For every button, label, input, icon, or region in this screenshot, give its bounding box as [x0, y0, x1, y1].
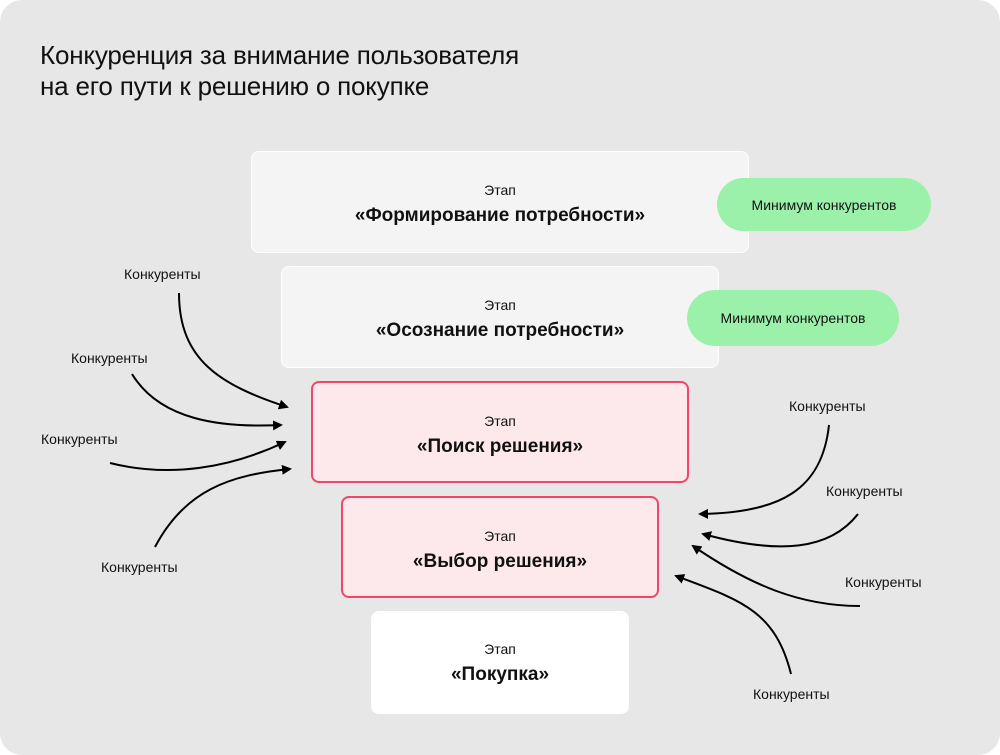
competitor-arrow: [698, 424, 830, 519]
title-line-2: на его пути к решению о покупке: [40, 71, 430, 101]
competitors-label: Конкуренты: [71, 350, 148, 366]
competitor-arrow: [178, 292, 289, 410]
competitor-arrow: [109, 440, 287, 471]
competitor-arrow: [691, 544, 861, 607]
competitors-label: Конкуренты: [826, 483, 903, 499]
min-competitors-badge: Минимум конкурентов: [717, 178, 931, 231]
stage-purchase: Этап «Покупка»: [371, 611, 629, 714]
stage-label: Этап: [484, 413, 516, 429]
stage-solution-choice: Этап «Выбор решения»: [341, 496, 659, 598]
stage-label: Этап: [484, 641, 516, 657]
competitors-label: Конкуренты: [124, 266, 201, 282]
competitors-label: Конкуренты: [753, 686, 830, 702]
competitor-arrow: [701, 513, 859, 548]
stage-label: Этап: [484, 182, 516, 198]
stage-name: «Покупка»: [450, 664, 550, 685]
competitor-arrow: [154, 464, 292, 548]
min-competitors-badge: Минимум конкурентов: [687, 290, 899, 346]
competitor-arrow: [674, 574, 792, 675]
competitors-label: Конкуренты: [789, 398, 866, 414]
competitors-label: Конкуренты: [845, 574, 922, 590]
stage-name: «Осознание потребности»: [375, 320, 625, 341]
competitor-arrow: [131, 373, 283, 431]
competitors-label: Конкуренты: [41, 431, 118, 447]
stage-name: «Выбор решения»: [412, 551, 588, 572]
stage-name: «Поиск решения»: [416, 436, 584, 457]
title-line-1: Конкуренция за внимание пользователя: [40, 40, 519, 70]
stage-need-awareness: Этап «Осознание потребности»: [281, 266, 719, 368]
diagram-title: Конкуренция за внимание пользователя на …: [40, 40, 519, 102]
stage-name: «Формирование потребности»: [354, 205, 646, 226]
competitors-label: Конкуренты: [101, 559, 178, 575]
stage-solution-search: Этап «Поиск решения»: [311, 381, 689, 483]
stage-label: Этап: [484, 297, 516, 313]
stage-label: Этап: [484, 528, 516, 544]
